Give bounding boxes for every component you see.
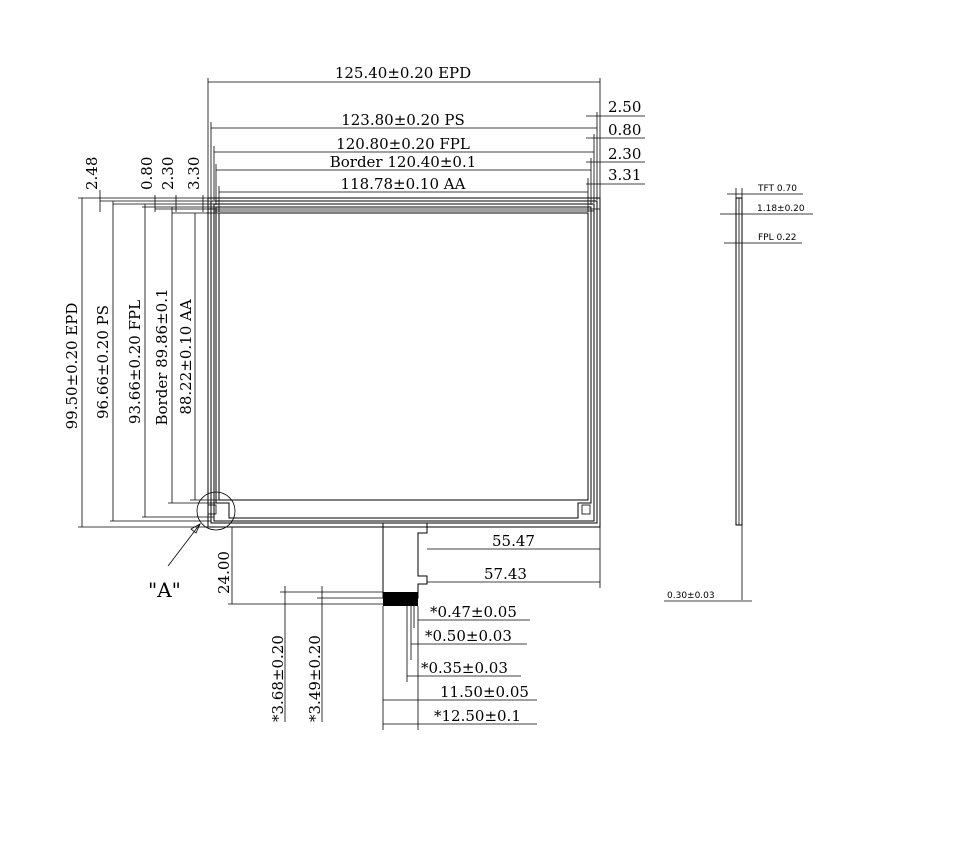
dim-border-width: Border 120.40±0.1 [330,153,477,171]
dim-epd-width: 125.40±0.20 EPD [335,64,471,82]
side-bottom-thickness: 0.30±0.03 [667,591,715,601]
dim-fpc-height-2: *3.49±0.20 [306,635,324,722]
epd-outline [207,197,601,528]
dim-right-offset-c: 2.30 [608,145,641,163]
dim-pin-pitch-3: *0.35±0.03 [421,659,508,677]
dim-fpc-offset-2: 57.43 [484,565,527,583]
vertical-dimensions: 99.50±0.20 EPD 96.66±0.20 PS 93.66±0.20 … [63,198,219,528]
ps-outline [210,200,598,524]
fpc-tail: 55.47 57.43 24.00 *0.47±0.05 *0.50±0.03 … [215,522,601,730]
dim-aa-width: 118.78±0.10 AA [341,175,466,193]
dim-right-offset-d: 3.31 [608,166,641,184]
detail-a: "A" [148,491,236,602]
dim-fpc-height-1: *3.68±0.20 [269,635,287,722]
dim-fpc-tail-length: 24.00 [215,551,233,594]
border-outline [215,206,592,519]
dim-fpc-width-2: *12.50±0.1 [434,707,521,725]
dim-border-height: Border 89.86±0.1 [153,288,171,425]
dim-top-offset-c: 2.30 [159,157,177,190]
corner-mark-right [581,504,591,515]
dim-top-offset-d: 3.30 [185,157,203,190]
fpc-outline [382,522,428,599]
top-left-offsets: 2.48 0.80 2.30 3.30 [78,157,219,214]
dim-top-offset-b: 0.80 [138,157,156,190]
dim-fpl-height: 93.66±0.20 FPL [126,300,144,424]
active-area-outline [218,212,589,501]
dim-right-offset-a: 2.50 [608,98,641,116]
dim-fpc-offset-1: 55.47 [492,532,535,550]
detail-a-circle [196,491,236,531]
side-total-thickness: 1.18±0.20 [757,204,805,214]
dim-ps-width: 123.80±0.20 PS [341,111,465,129]
side-tft-thickness: TFT 0.70 [757,184,797,194]
dim-fpc-width-1: 11.50±0.05 [440,683,529,701]
detail-a-label: "A" [148,578,181,602]
side-view: TFT 0.70 1.18±0.20 FPL 0.22 0.30±0.03 [664,184,813,602]
dim-epd-height: 99.50±0.20 EPD [63,303,81,430]
dim-pin-pitch-2: *0.50±0.03 [425,627,512,645]
horizontal-dimensions: 125.40±0.20 EPD 123.80±0.20 PS 120.80±0.… [207,64,645,212]
dim-pin-pitch-1: *0.47±0.05 [430,603,517,621]
dim-aa-height: 88.22±0.10 AA [177,299,195,415]
dim-right-offset-b: 0.80 [608,121,641,139]
fpl-outline [213,203,595,522]
panel-outlines [207,197,601,528]
side-fpl-thickness: FPL 0.22 [758,233,797,243]
corner-mark-left [207,504,217,515]
dim-ps-height: 96.66±0.20 PS [94,305,112,419]
dim-top-offset-a: 2.48 [83,157,101,190]
dim-fpl-width: 120.80±0.20 FPL [336,135,470,153]
fpc-contact-pads [383,592,418,606]
